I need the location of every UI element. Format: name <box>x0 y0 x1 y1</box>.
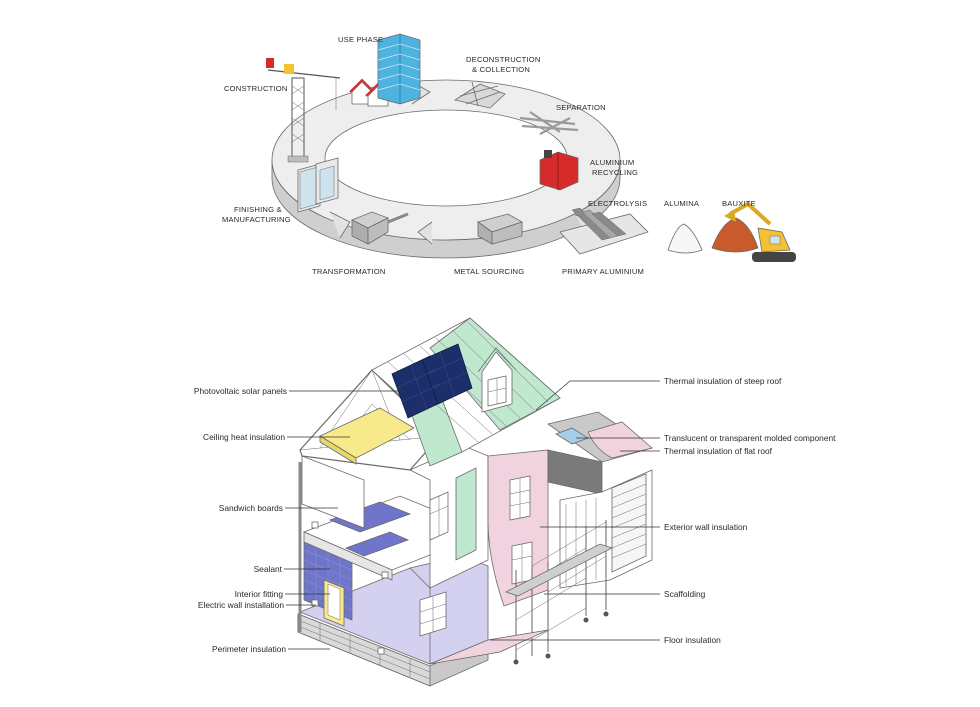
floor-slab-edge <box>303 531 393 581</box>
cycle-arrow-bottom <box>417 221 433 245</box>
cycle-arrow-left <box>329 211 351 239</box>
brick-lines <box>297 619 431 680</box>
dormer <box>477 347 517 413</box>
socket-icon-3 <box>311 599 319 607</box>
window-frames-icon <box>297 157 339 213</box>
window-lower-bars <box>419 596 447 632</box>
callout-ceiling-insulation: Ceiling heat insulation <box>203 432 285 442</box>
crane-icon <box>266 58 341 163</box>
alumina-pile-icon <box>667 223 703 254</box>
separation-icon <box>519 111 579 135</box>
garage-siding <box>565 498 597 586</box>
callout-interior-fitting: Interior fitting <box>235 589 284 599</box>
sandwich-board-2 <box>344 531 410 557</box>
wall-left-upper <box>301 455 365 529</box>
callout-perimeter-insulation: Perimeter insulation <box>212 644 286 654</box>
label-metal-sourcing: METAL SOURCING <box>454 267 524 276</box>
label-finishing-manufacturing: FINISHING & MANUFACTURING <box>222 205 291 224</box>
label-deconstruction: DECONSTRUCTION & COLLECTION <box>466 55 543 74</box>
ingots-icon <box>477 213 523 245</box>
label-electrolysis: ELECTROLYSIS <box>588 199 647 208</box>
label-alumina: ALUMINA <box>664 199 700 208</box>
callout-steep-roof: Thermal insulation of steep roof <box>664 376 782 386</box>
callout-floor-insulation: Floor insulation <box>664 635 721 645</box>
exterior-wall-pink <box>487 449 549 607</box>
ceiling-insulation-edge <box>319 435 357 465</box>
label-use-phase: USE PHASE <box>338 35 383 44</box>
house-cutaway-diagram: Photovoltaic solar panels Ceiling heat i… <box>194 317 836 687</box>
wall-insulation-green <box>455 467 477 561</box>
solar-panels <box>391 343 473 419</box>
socket-icon <box>311 521 319 529</box>
socket-icon-4 <box>377 647 385 655</box>
extrusion-press-icon <box>351 211 409 245</box>
interior-door <box>327 583 341 621</box>
leader-steep-roof <box>535 380 660 411</box>
socket-icon-2 <box>381 571 389 579</box>
electrolysis-cells-icon <box>571 207 627 241</box>
label-transformation: TRANSFORMATION <box>312 267 386 276</box>
label-construction: CONSTRUCTION <box>224 84 288 93</box>
callout-exterior-wall: Exterior wall insulation <box>664 522 748 532</box>
callout-flat-roof: Thermal insulation of flat roof <box>664 446 773 456</box>
life-cycle-diagram: USE PHASE DECONSTRUCTION & COLLECTION CO… <box>222 33 796 276</box>
label-separation: SEPARATION <box>556 103 606 112</box>
callout-electric-wall: Electric wall installation <box>198 600 284 610</box>
label-primary-aluminium: PRIMARY ALUMINIUM <box>562 267 644 276</box>
callout-sealant: Sealant <box>254 564 283 574</box>
scaffolding <box>504 520 614 665</box>
callout-photovoltaic: Photovoltaic solar panels <box>194 386 287 396</box>
flat-roof-insulation <box>587 421 653 459</box>
office-tower-icon <box>377 33 421 105</box>
debris-icon <box>453 81 506 109</box>
floor-insulation <box>429 629 549 665</box>
callout-sandwich-boards: Sandwich boards <box>219 503 283 513</box>
garage-door <box>611 473 647 573</box>
callout-translucent-component: Translucent or transparent molded compon… <box>664 433 836 443</box>
garage-door-slats <box>611 483 647 559</box>
label-aluminium-recycling: ALUMINIUM RECYCLING <box>590 158 638 177</box>
exterior-wall-window-bars <box>509 478 531 518</box>
label-bauxite: BAUXITE <box>722 199 756 208</box>
exterior-wall-window-2-bars <box>511 544 533 582</box>
bauxite-excavator-icon <box>711 201 796 262</box>
recycling-furnace-icon <box>539 150 579 191</box>
callout-scaffolding: Scaffolding <box>664 589 706 599</box>
window-upper-bars <box>429 496 449 536</box>
